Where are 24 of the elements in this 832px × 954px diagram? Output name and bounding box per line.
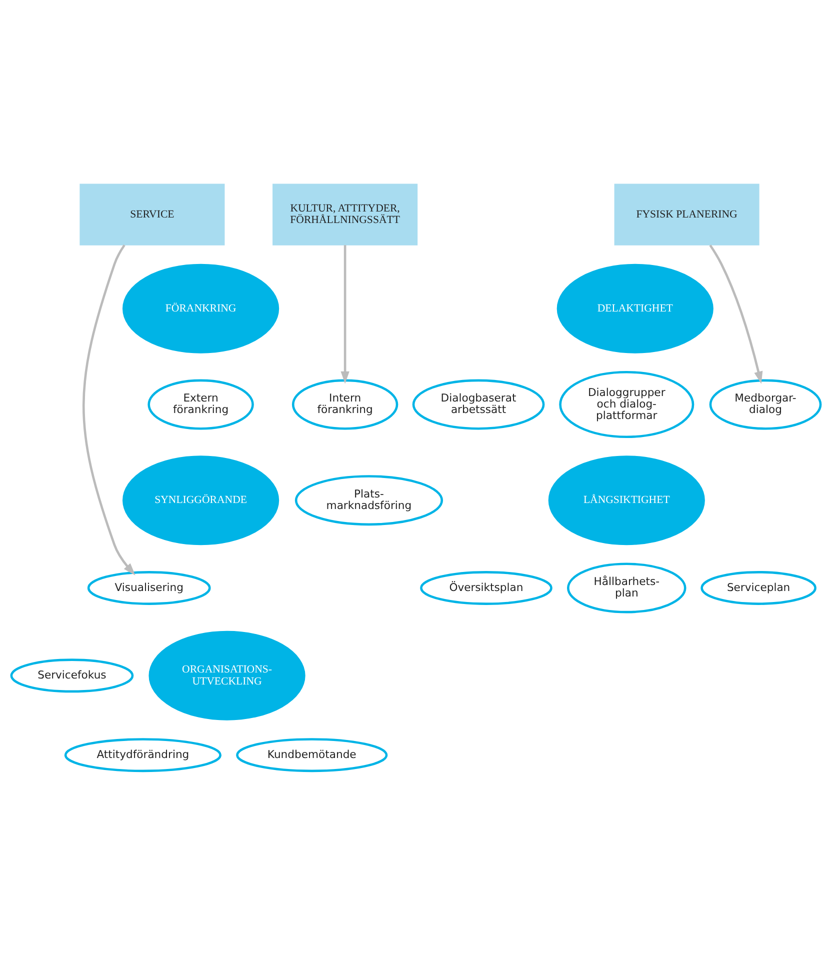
node-ellipse: SYNLIGGÖRANDE (122, 455, 280, 545)
node-ellipse: LÅNGSIKTIGHET (548, 455, 705, 545)
node-ellipse: Översiktsplan (420, 570, 552, 604)
node-ellipse: ORGANISATIONS- UTVECKLING (148, 630, 306, 720)
node-ellipse: Intern förankring (292, 378, 398, 430)
node-ellipse: Hållbarhets- plan (566, 562, 686, 613)
arrow (340, 244, 350, 384)
node-ellipse: Extern förankring (148, 378, 254, 430)
node-ellipse: DELAKTIGHET (556, 263, 714, 353)
node-ellipse: Kundbemötande (236, 738, 388, 772)
node-ellipse: Attitydförändring (64, 738, 222, 772)
node-box: FYSISK PLANERING (614, 183, 760, 245)
node-ellipse: FÖRANKRING (122, 263, 280, 353)
node-ellipse: Plats- marknadsföring (294, 474, 444, 526)
arrow (82, 244, 136, 575)
node-box: KULTUR, ATTITYDER, FÖRHÅLLNINGSSÄTT (272, 183, 418, 245)
node-ellipse: Visualisering (87, 570, 211, 604)
arrow (709, 244, 763, 384)
node-box: SERVICE (80, 183, 225, 245)
node-ellipse: Servicefokus (10, 658, 134, 692)
node-ellipse: Dialogbaserat arbetssätt (412, 378, 545, 430)
node-ellipse: Dialoggrupper och dialog- plattformar (559, 370, 694, 438)
node-ellipse: Medborgar- dialog (709, 378, 822, 430)
node-ellipse: Serviceplan (700, 570, 816, 604)
